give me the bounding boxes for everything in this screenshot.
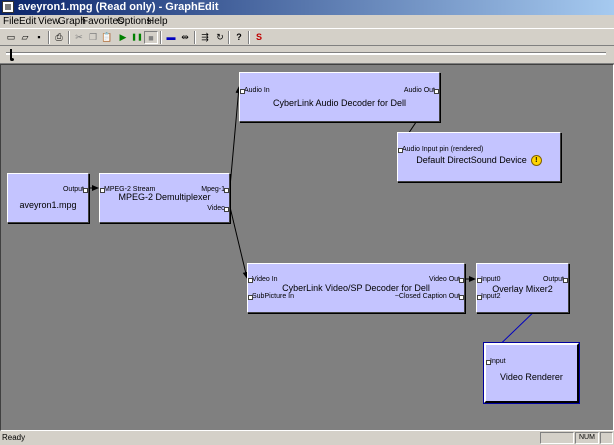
status-indicator-blank (600, 432, 613, 444)
clock-icon: ! (530, 155, 542, 167)
seek-thumb[interactable] (10, 49, 14, 61)
status-num-indicator: NUM (575, 432, 599, 444)
status-indicator-blank (540, 432, 574, 444)
filter-name: MPEG-2 Demultiplexer (118, 192, 211, 202)
filter-cyberlink-audio-decoder[interactable]: Audio In Audio Out CyberLink Audio Decod… (239, 72, 440, 122)
toolbar-separator (48, 31, 50, 44)
seek-track[interactable] (6, 52, 606, 55)
status-bar: Ready NUM (0, 431, 614, 445)
play-icon[interactable]: ▶ (119, 32, 127, 42)
filter-overlay-mixer2[interactable]: Input0 Output Overlay Mixer2 Input2 (476, 263, 569, 313)
pin-audio-in[interactable]: Audio In (240, 87, 270, 94)
menu-edit[interactable]: Edit (19, 16, 37, 27)
filter-name: Default DirectSound Device (416, 155, 527, 165)
insert-filter-icon[interactable]: ⇶ (201, 32, 209, 42)
printer-icon[interactable]: ⎙ (55, 32, 63, 42)
filter-name-row: Default DirectSound Device! (398, 155, 560, 167)
seek-icon[interactable]: ▬ (166, 32, 176, 42)
wire-demux-to-video-decoder[interactable] (229, 206, 249, 279)
seek-bar[interactable] (0, 46, 614, 64)
toolbar: ▭ ▱ ▪ ⎙ ✂ ❐ 📋 ▶ ❚❚ ■ ▬ ⇹ ⇶ ↻ ? S (0, 28, 614, 46)
pin-audio-out[interactable]: Audio Out (403, 87, 440, 94)
paste-icon[interactable]: 📋 (101, 32, 113, 42)
status-text: Ready (2, 433, 26, 442)
title-bar[interactable]: aveyron1.mpg (Read only) - GraphEdit (0, 0, 614, 15)
toolbar-separator (248, 31, 250, 44)
save-disk-icon[interactable]: ▪ (37, 32, 41, 42)
pin-video-in[interactable]: Video In (248, 276, 278, 283)
toolbar-separator (194, 31, 196, 44)
menu-bar: File Edit View Graph Favorites Options H… (0, 15, 614, 28)
app-icon (2, 1, 14, 13)
refresh-icon[interactable]: ↻ (216, 32, 224, 42)
pause-icon[interactable]: ❚❚ (131, 34, 143, 41)
filter-video-renderer[interactable]: Input Video Renderer (483, 342, 580, 404)
toolbar-separator (160, 31, 162, 44)
pin-closed-caption-out[interactable]: ~Closed Caption Out (394, 293, 465, 300)
stop-icon[interactable]: ■ (144, 31, 158, 44)
filter-directsound-device[interactable]: Audio Input pin (rendered) Default Direc… (397, 132, 561, 182)
menu-help[interactable]: Help (147, 16, 168, 27)
toolbar-separator (68, 31, 70, 44)
filter-cyberlink-video-decoder[interactable]: Video In Video Out CyberLink Video/SP De… (247, 263, 465, 313)
copy-icon[interactable]: ❐ (88, 32, 98, 42)
menu-file[interactable]: File (3, 16, 20, 27)
filter-name: CyberLink Video/SP Decoder for Dell (282, 283, 430, 293)
pin-renderer-input[interactable]: Input (486, 358, 506, 365)
new-file-icon[interactable]: ▭ (6, 32, 16, 42)
menu-favorites[interactable]: Favorites (82, 16, 124, 27)
filter-source-file[interactable]: Output aveyron1.mpg (7, 173, 89, 223)
wire-demux-to-audio-decoder[interactable] (229, 86, 242, 188)
pin-audio-input-rendered[interactable]: Audio Input pin (rendered) (397, 146, 484, 153)
pin-video-out[interactable]: Video Out (428, 276, 465, 283)
pin-source-output[interactable]: Output (62, 186, 89, 193)
pin-overlay-input2[interactable]: Input2 (476, 293, 501, 300)
menu-graph[interactable]: Graph (58, 16, 86, 27)
filter-graph-canvas[interactable]: Output aveyron1.mpg MPEG-2 Stream Mpeg-1… (0, 64, 614, 431)
pin-demux-mpeg1[interactable]: Mpeg-1 (201, 186, 229, 193)
open-folder-icon[interactable]: ▱ (21, 32, 29, 42)
scissors-icon[interactable]: ✂ (75, 32, 83, 42)
connect-filters-icon[interactable]: ⇹ (181, 32, 189, 42)
help-icon[interactable]: ? (236, 32, 242, 42)
filter-name: Overlay Mixer2 (492, 284, 553, 294)
filter-name: aveyron1.mpg (19, 200, 77, 210)
toolbar-separator (228, 31, 230, 44)
pin-demux-video[interactable]: Video (207, 205, 229, 212)
pin-overlay-input0[interactable]: Input0 (476, 276, 501, 283)
filter-name: Video Renderer (500, 372, 563, 382)
pin-subpicture-in[interactable]: SubPicture In (247, 293, 295, 300)
filter-name: CyberLink Audio Decoder for Dell (272, 98, 407, 108)
stats-icon[interactable]: S (255, 32, 262, 42)
window-title: aveyron1.mpg (Read only) - GraphEdit (18, 1, 219, 13)
pin-demux-mpeg2-stream[interactable]: MPEG-2 Stream (99, 186, 156, 193)
menu-options[interactable]: Options (117, 16, 152, 27)
filter-mpeg2-demultiplexer[interactable]: MPEG-2 Stream Mpeg-1 MPEG-2 Demultiplexe… (99, 173, 230, 223)
menu-view[interactable]: View (38, 16, 60, 27)
pin-overlay-output[interactable]: Output (542, 276, 569, 283)
